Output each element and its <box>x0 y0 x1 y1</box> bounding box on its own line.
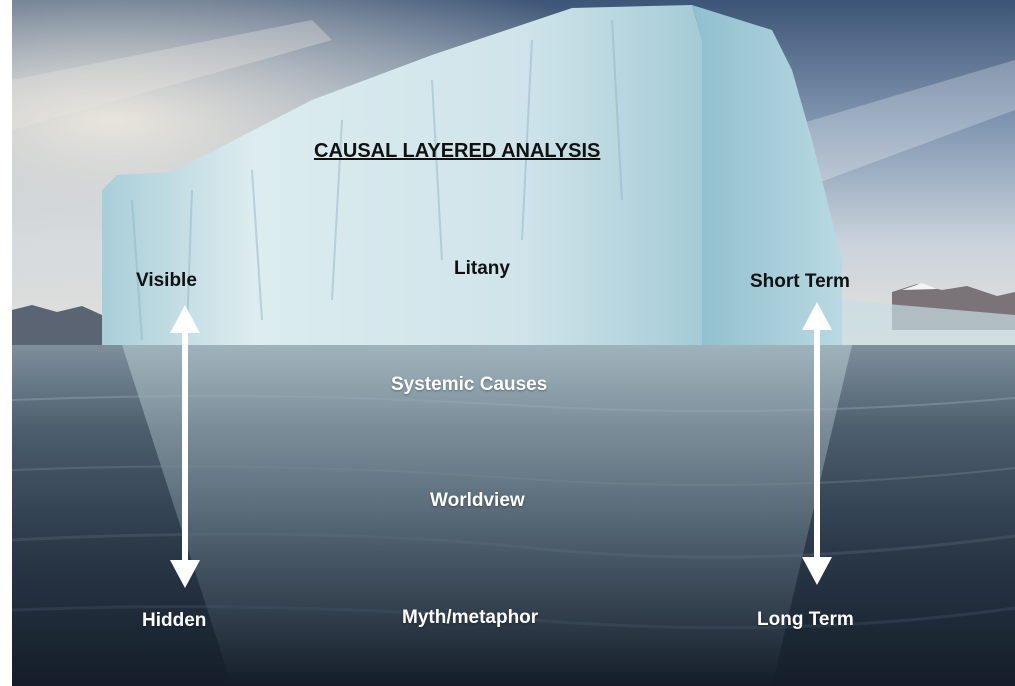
time-label-long-term: Long Term <box>757 609 854 630</box>
iceberg-scene <box>12 0 1015 686</box>
diagram-title: CAUSAL LAYERED ANALYSIS <box>314 140 601 162</box>
visible-hidden-arrow <box>170 305 200 588</box>
visibility-label-hidden: Hidden <box>142 610 207 631</box>
time-label-short-term: Short Term <box>750 271 850 292</box>
iceberg-diagram: CAUSAL LAYERED ANALYSIS Litany Systemic … <box>12 0 1015 686</box>
visibility-label-visible: Visible <box>136 270 197 291</box>
short-long-term-arrow <box>802 302 832 585</box>
layer-label-litany: Litany <box>454 258 510 279</box>
layer-label-systemic-causes: Systemic Causes <box>391 374 548 395</box>
layer-label-worldview: Worldview <box>430 490 525 511</box>
layer-label-myth-metaphor: Myth/metaphor <box>402 607 539 628</box>
